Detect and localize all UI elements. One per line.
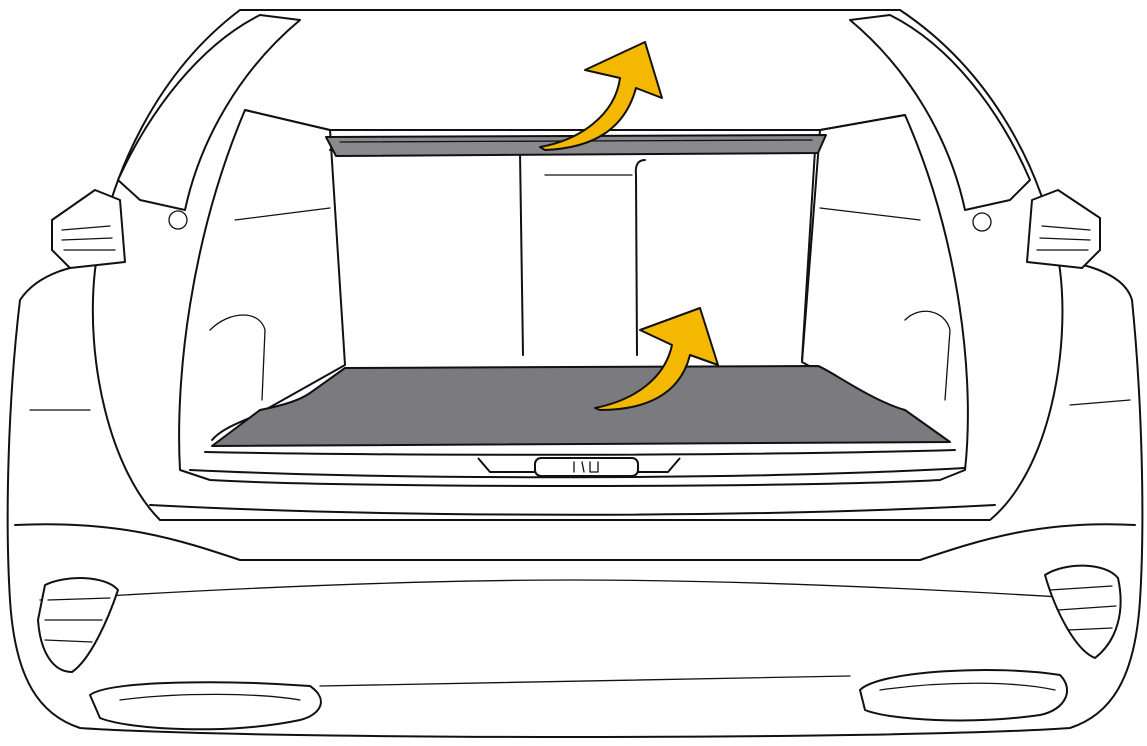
right-trim-screw [973, 213, 991, 231]
left-tail-light [52, 190, 125, 268]
right-exhaust-tip [860, 670, 1067, 720]
right-tail-light [1027, 190, 1100, 268]
striker-latch [535, 458, 638, 476]
left-exhaust-tip [90, 682, 321, 729]
left-trim-screw [169, 211, 187, 229]
